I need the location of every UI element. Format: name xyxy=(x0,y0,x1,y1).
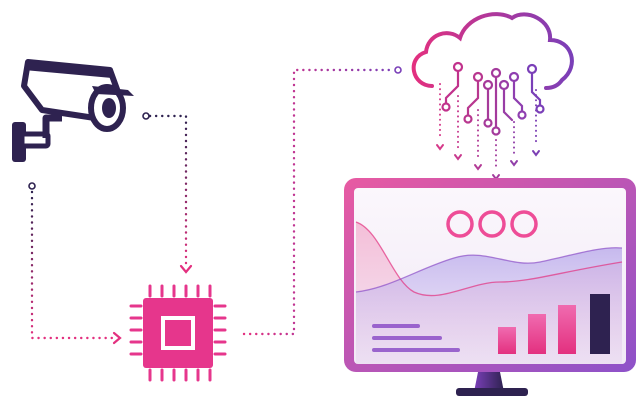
area-series-purple xyxy=(356,247,622,364)
ring-indicator xyxy=(478,210,506,238)
connector-processor-to-cloud xyxy=(242,66,402,336)
processor-chip-icon xyxy=(129,284,227,382)
text-line xyxy=(372,348,460,352)
connector-cloud-to-monitor xyxy=(436,83,540,181)
ring-indicator xyxy=(446,210,474,238)
bar xyxy=(528,314,546,354)
line-series-pink xyxy=(355,221,623,297)
security-camera-icon xyxy=(12,59,134,162)
text-line xyxy=(372,324,420,328)
line-series-purple xyxy=(355,247,623,293)
bar xyxy=(590,294,610,354)
bar xyxy=(498,327,516,354)
connector-camera-to-processor xyxy=(28,112,193,345)
bar xyxy=(558,305,576,354)
dashboard-content xyxy=(355,210,623,364)
text-line xyxy=(372,336,442,340)
ring-indicator xyxy=(510,210,538,238)
cloud-network-icon xyxy=(411,12,574,136)
